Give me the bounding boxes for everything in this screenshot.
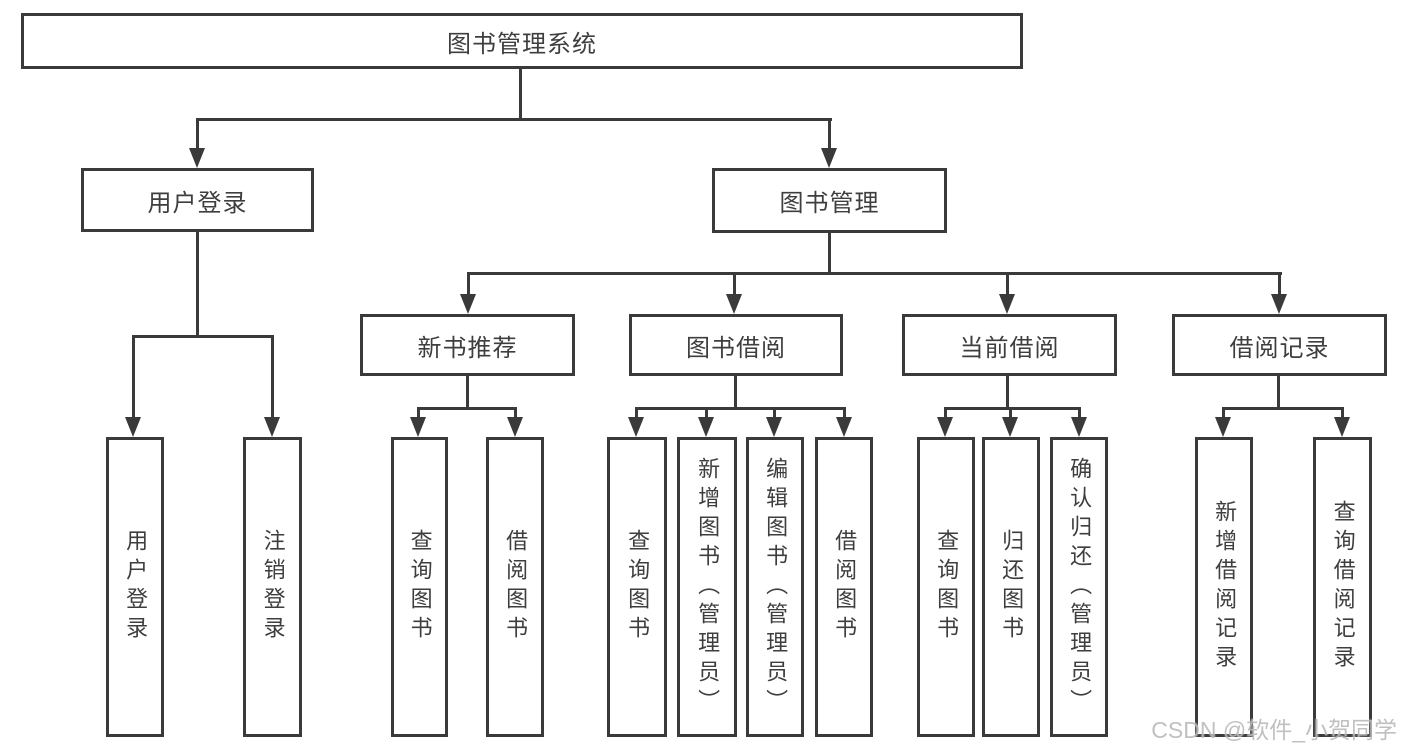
arrow-down-icon: [1002, 417, 1018, 437]
csdn-watermark: CSDN @软件_小贺同学: [1151, 717, 1397, 743]
arrow-down-icon: [264, 417, 280, 437]
connector-line: [843, 407, 846, 421]
arrow-down-icon: [507, 417, 523, 437]
arrow-down-icon: [410, 417, 426, 437]
connector-line: [944, 407, 1081, 410]
arrow-down-icon: [766, 417, 782, 437]
connector-line: [467, 272, 470, 296]
connector-line: [944, 407, 947, 421]
connector-line: [271, 335, 274, 419]
leaf-bb-borrow-book: 借阅图书: [815, 437, 873, 737]
leaf-cb-return-book: 归还图书: [982, 437, 1040, 737]
connector-line: [1222, 407, 1344, 410]
arrow-down-icon: [189, 148, 205, 168]
leaf-bb-query-book: 查询图书: [607, 437, 667, 737]
arrow-down-icon: [698, 417, 714, 437]
leaf-br-query-record: 查询借阅记录: [1313, 437, 1372, 737]
connector-line: [132, 335, 135, 419]
connector-line: [1341, 407, 1344, 421]
arrow-down-icon: [1071, 417, 1087, 437]
leaf-cb-query-book: 查询图书: [917, 437, 975, 737]
node-root-library-system: 图书管理系统: [21, 13, 1023, 69]
connector-line: [196, 118, 832, 121]
connector-line: [1006, 376, 1009, 407]
connector-line: [733, 272, 736, 296]
arrow-down-icon: [836, 417, 852, 437]
leaf-cb-confirm-return-admin: 确认归还（管理员）: [1050, 437, 1108, 737]
leaf-br-add-record: 新增借阅记录: [1195, 437, 1253, 737]
connector-line: [417, 407, 517, 410]
connector-line: [828, 233, 831, 272]
connector-line: [196, 118, 199, 150]
node-book-borrow: 图书借阅: [629, 314, 843, 376]
arrow-down-icon: [726, 294, 742, 314]
connector-line: [635, 407, 846, 410]
connector-line: [734, 376, 737, 407]
node-user-login: 用户登录: [81, 168, 314, 232]
connector-line: [1222, 407, 1225, 421]
connector-line: [1278, 272, 1281, 296]
connector-line: [417, 407, 420, 421]
arrow-down-icon: [937, 417, 953, 437]
arrow-down-icon: [999, 294, 1015, 314]
connector-line: [635, 407, 638, 421]
leaf-bb-add-book-admin: 新增图书（管理员）: [677, 437, 737, 737]
connector-line: [514, 407, 517, 421]
node-current-borrow: 当前借阅: [902, 314, 1117, 376]
leaf-rec-borrow-book: 借阅图书: [486, 437, 544, 737]
connector-line: [828, 118, 831, 150]
connector-line: [1006, 272, 1009, 296]
arrow-down-icon: [821, 148, 837, 168]
leaf-user-login: 用户登录: [106, 437, 164, 737]
connector-line: [467, 272, 1282, 275]
leaf-bb-edit-book-admin: 编辑图书（管理员）: [746, 437, 804, 737]
connector-line: [196, 232, 199, 335]
arrow-down-icon: [1334, 417, 1350, 437]
arrow-down-icon: [628, 417, 644, 437]
leaf-logout: 注销登录: [243, 437, 302, 737]
node-book-management: 图书管理: [712, 168, 947, 233]
arrow-down-icon: [1271, 294, 1287, 314]
connector-line: [705, 407, 708, 421]
node-borrow-records: 借阅记录: [1172, 314, 1387, 376]
node-new-book-recommend: 新书推荐: [360, 314, 575, 376]
connector-line: [773, 407, 776, 421]
connector-line: [466, 376, 469, 407]
arrow-down-icon: [125, 417, 141, 437]
arrow-down-icon: [1215, 417, 1231, 437]
connector-line: [519, 69, 522, 118]
connector-line: [1277, 376, 1280, 407]
leaf-rec-query-book: 查询图书: [391, 437, 448, 737]
connector-line: [1078, 407, 1081, 421]
connector-line: [132, 335, 274, 338]
connector-line: [1009, 407, 1012, 421]
arrow-down-icon: [460, 294, 476, 314]
